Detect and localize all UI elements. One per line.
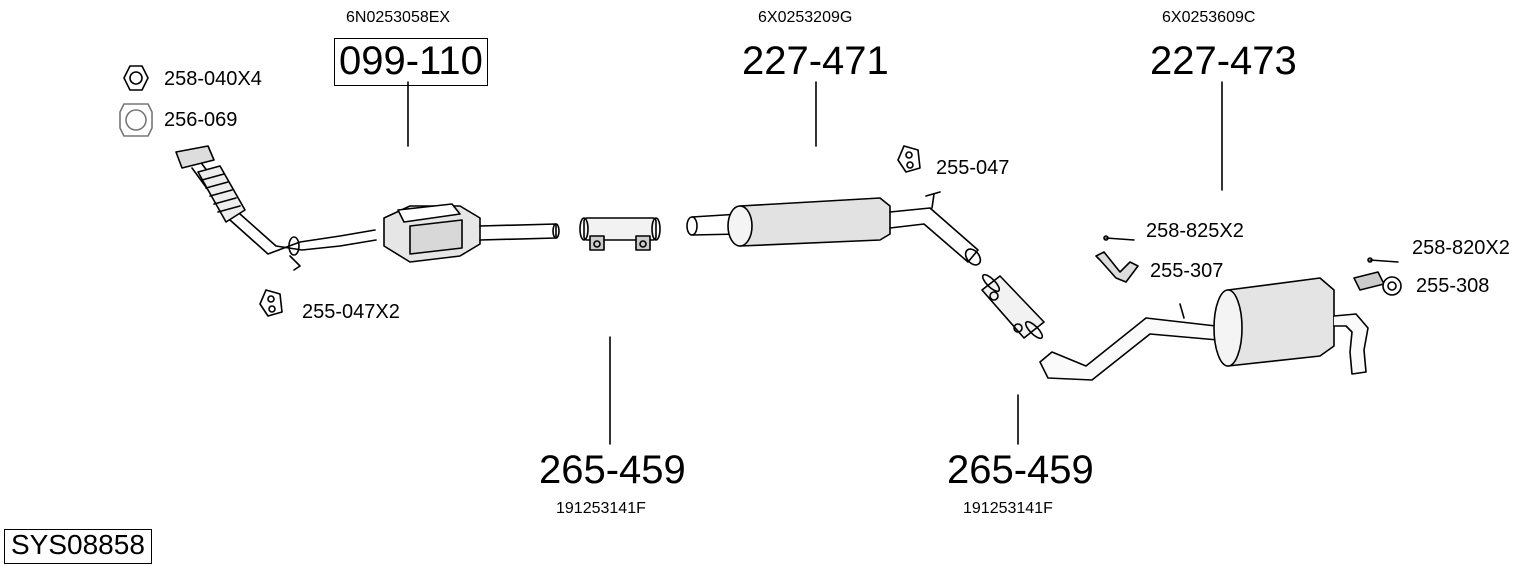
oe-number-catalytic: 6N0253058EX	[346, 9, 451, 26]
oe-number-rear-silencer: 6X0253609C	[1162, 9, 1256, 26]
front-pipe	[175, 145, 377, 271]
part-number-centre-silencer[interactable]: 227-471	[742, 39, 889, 83]
label-rubber-mount-mid[interactable]: 255-047	[936, 157, 1010, 179]
system-code: SYS08858	[4, 529, 152, 564]
leader-lines	[407, 81, 1223, 445]
part-number-clamp-front[interactable]: 265-459	[539, 448, 686, 492]
bracket-left-icon	[1095, 235, 1139, 283]
label-bracket-left[interactable]: 255-307	[1150, 260, 1224, 282]
label-bolt-right[interactable]: 258-820X2	[1412, 237, 1510, 259]
bracket-right-icon	[1353, 257, 1402, 296]
catalytic-converter	[383, 203, 560, 263]
oe-number-clamp-rear: 191253141F	[963, 500, 1053, 517]
label-bolt-left[interactable]: 258-825X2	[1146, 220, 1244, 242]
label-nut[interactable]: 258-040X4	[164, 68, 262, 90]
gasket-icon	[119, 103, 153, 137]
centre-silencer-shape	[686, 191, 982, 266]
part-number-rear-silencer[interactable]: 227-473	[1150, 39, 1297, 83]
rubber-mount-front-icon	[259, 289, 283, 317]
label-rubber-mount-front[interactable]: 255-047X2	[302, 301, 400, 323]
part-number-clamp-rear[interactable]: 265-459	[947, 448, 1094, 492]
part-number-catalytic[interactable]: 099-110	[334, 38, 488, 86]
clamp-front-shape	[579, 217, 661, 251]
rubber-mount-mid-icon	[897, 145, 921, 173]
rear-silencer-shape	[1039, 277, 1369, 381]
oe-number-clamp-front: 191253141F	[556, 500, 646, 517]
label-bracket-right[interactable]: 255-308	[1416, 275, 1490, 297]
nut-icon	[123, 65, 149, 91]
oe-number-centre-silencer: 6X0253209G	[758, 9, 853, 26]
label-gasket[interactable]: 256-069	[164, 109, 238, 131]
clamp-rear-shape	[981, 273, 1045, 340]
